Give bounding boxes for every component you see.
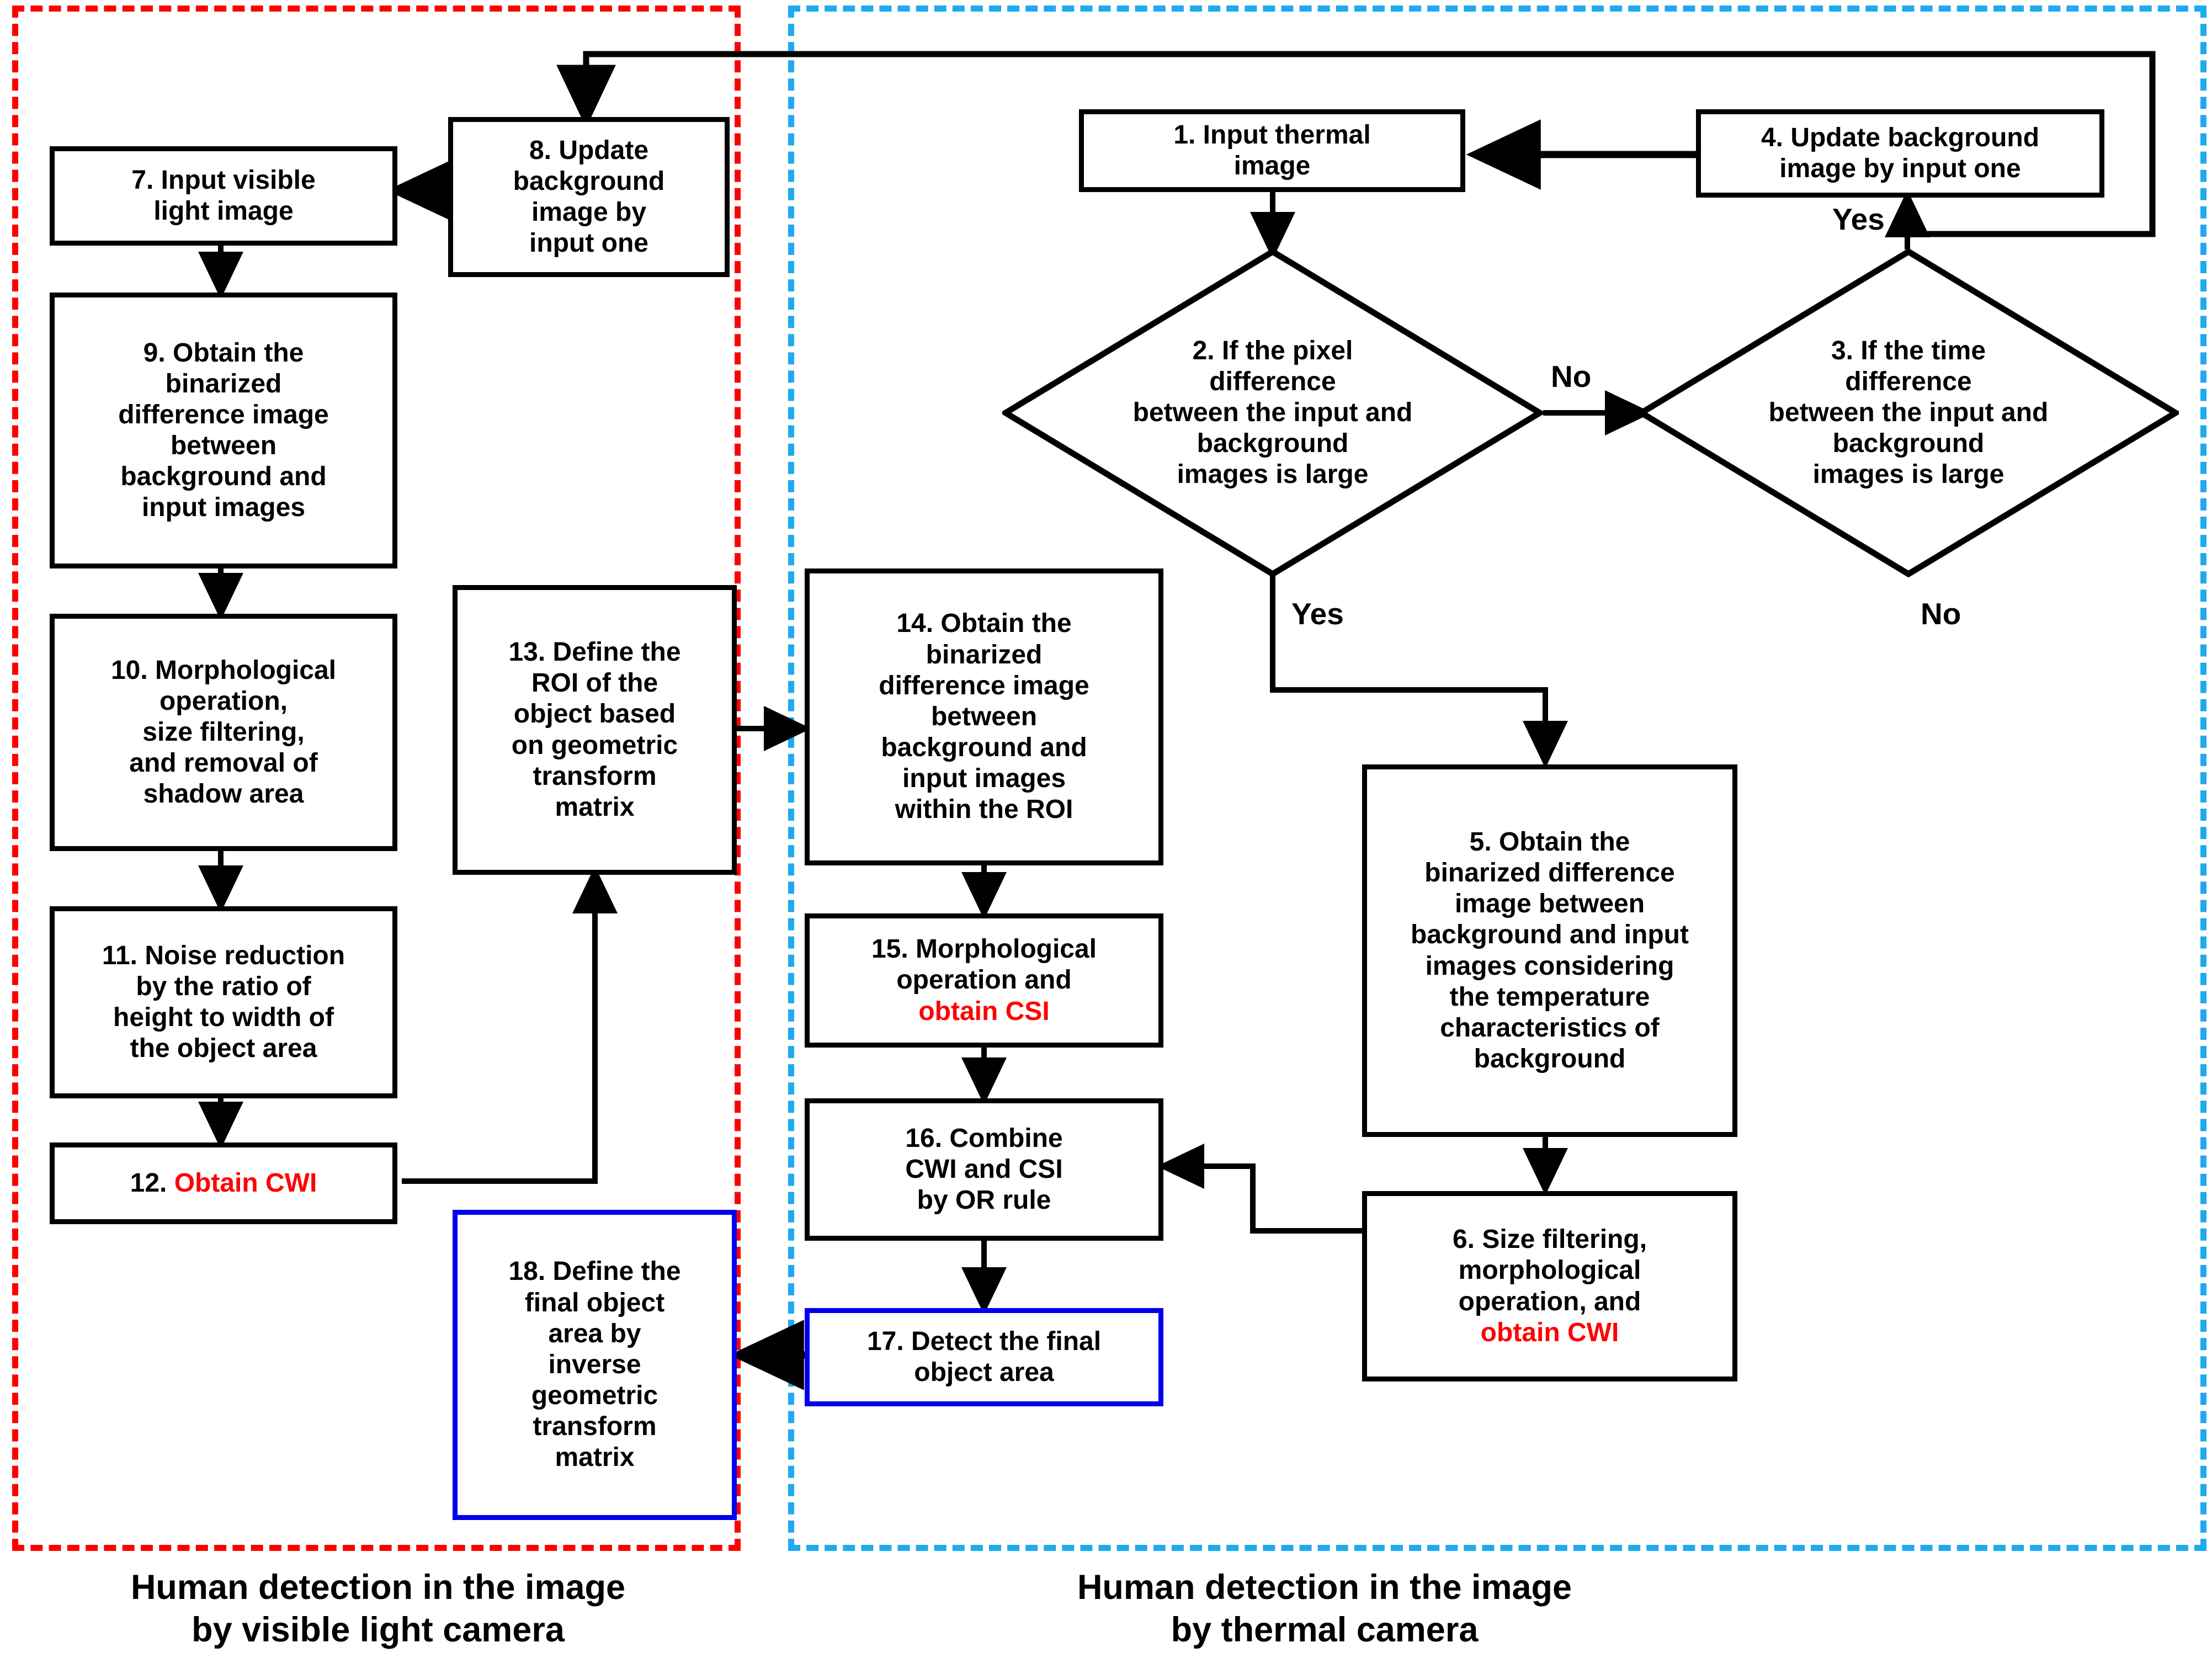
node-12-label: 12. Obtain CWI (130, 1168, 317, 1199)
node-6-size-filtering-obtain-cwi[interactable]: 6. Size filtering, morphological operati… (1362, 1191, 1737, 1381)
node-6-label-plain: 6. Size filtering, morphological operati… (1452, 1225, 1647, 1316)
decision-2-pixel-difference[interactable]: 2. If the pixel difference between the i… (1002, 248, 1543, 577)
thermal-panel-caption: Human detection in the image by thermal … (1077, 1568, 1572, 1649)
node-5-binarized-difference-temperature[interactable]: 5. Obtain the binarized difference image… (1362, 764, 1737, 1137)
node-9-binarized-difference-image[interactable]: 9. Obtain the binarized difference image… (50, 293, 397, 568)
node-14-binarized-difference-within-roi[interactable]: 14. Obtain the binarized difference imag… (805, 568, 1163, 865)
node-13-define-roi[interactable]: 13. Define the ROI of the object based o… (453, 585, 737, 875)
edge-label-yes-d2: Yes (1291, 597, 1344, 631)
node-16-combine-cwi-csi[interactable]: 16. Combine CWI and CSI by OR rule (805, 1098, 1163, 1241)
node-1-input-thermal-image[interactable]: 1. Input thermal image (1079, 109, 1465, 192)
decision-2-label: 2. If the pixel difference between the i… (1132, 336, 1413, 490)
node-18-define-final-object-area[interactable]: 18. Define the final object area by inve… (453, 1210, 737, 1520)
node-4-update-background-image[interactable]: 4. Update background image by input one (1696, 109, 2104, 198)
node-7-input-visible-light-image[interactable]: 7. Input visible light image (50, 146, 397, 246)
node-10-morphological-operation[interactable]: 10. Morphological operation, size filter… (50, 614, 397, 851)
node-15-label-plain: 15. Morphological operation and (871, 934, 1097, 995)
node-8-update-background-image[interactable]: 8. Update background image by input one (448, 117, 730, 277)
visible-light-region-panel (12, 6, 741, 1551)
edge-label-no-d2: No (1551, 359, 1592, 394)
node-12-obtain-cwi[interactable]: 12. Obtain CWI (50, 1142, 397, 1224)
node-17-detect-final-object-area[interactable]: 17. Detect the final object area (805, 1308, 1163, 1406)
edge-label-yes-d3: Yes (1832, 202, 1885, 236)
decision-3-label: 3. If the time difference between the in… (1768, 336, 2049, 490)
node-15-label: 15. Morphological operation and obtain C… (871, 934, 1097, 1027)
node-12-label-highlight: Obtain CWI (174, 1168, 317, 1198)
node-12-label-plain: 12. (130, 1168, 174, 1198)
node-6-label: 6. Size filtering, morphological operati… (1453, 1224, 1647, 1348)
thermal-region-panel (788, 6, 2206, 1551)
decision-3-time-difference[interactable]: 3. If the time difference between the in… (1638, 248, 2179, 577)
node-11-noise-reduction[interactable]: 11. Noise reduction by the ratio of heig… (50, 906, 397, 1098)
edge-label-no-d3: No (1921, 597, 1961, 631)
visible-panel-caption: Human detection in the image by visible … (130, 1568, 626, 1649)
node-15-label-highlight: obtain CSI (918, 996, 1050, 1026)
node-15-morphological-obtain-csi[interactable]: 15. Morphological operation and obtain C… (805, 913, 1163, 1048)
node-6-label-highlight: obtain CWI (1480, 1317, 1619, 1347)
